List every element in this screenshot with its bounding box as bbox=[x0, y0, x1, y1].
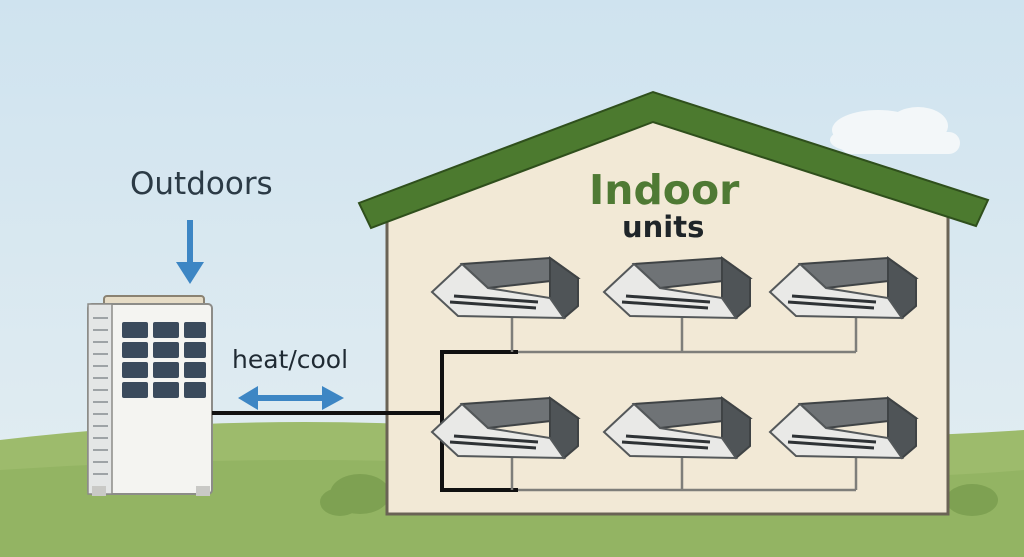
heat-cool-label: heat/cool bbox=[232, 345, 349, 374]
indoor-unit bbox=[768, 256, 919, 320]
outdoor-condenser-unit bbox=[87, 295, 213, 496]
indoor-unit bbox=[430, 256, 581, 320]
outdoors-arrow bbox=[176, 220, 204, 284]
indoor-unit bbox=[602, 396, 753, 460]
heat-cool-arrow bbox=[238, 386, 344, 410]
indoor-unit bbox=[768, 396, 919, 460]
cloud bbox=[830, 107, 960, 154]
indoor-title: Indoor bbox=[589, 166, 740, 214]
outdoors-label: Outdoors bbox=[130, 166, 273, 202]
indoor-unit bbox=[602, 256, 753, 320]
indoor-subtitle: units bbox=[622, 210, 705, 244]
indoor-unit bbox=[430, 396, 581, 460]
bush-left bbox=[320, 474, 390, 516]
refrigerant-pipes bbox=[212, 318, 858, 492]
house-roof bbox=[357, 90, 990, 230]
bush-right bbox=[946, 484, 998, 516]
indoor-units-group bbox=[430, 256, 919, 460]
